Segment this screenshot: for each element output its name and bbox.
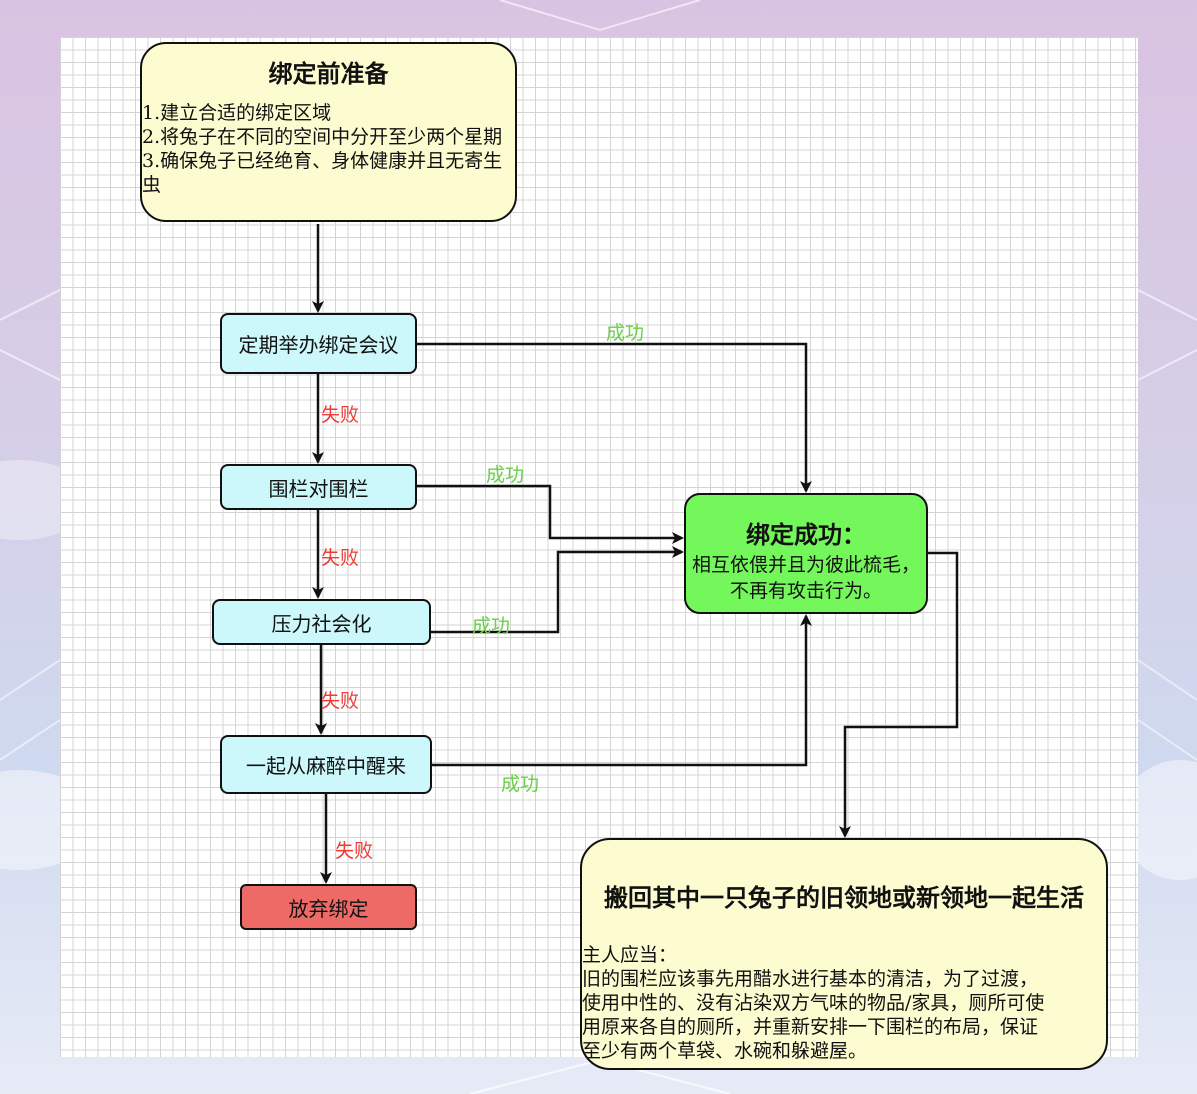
abandon-label: 放弃绑定 [288,896,369,921]
fail-edge-label: 失败 [321,547,360,569]
move-description: 主人应当： 旧的围栏应该事先用醋水进行基本的清洁，为了过渡， 使用中性的、没有沾… [582,943,1106,1063]
step-wake-from-anesthesia: 一起从麻醉中醒来 [220,735,432,794]
fail-edge-label: 失败 [321,690,360,712]
step-label: 定期举办绑定会议 [238,333,399,357]
arrow-step1-to-success [417,342,812,493]
move-description-line: 使用中性的、没有沾染双方气味的物品/家具，厕所可使 [582,992,1045,1014]
success-edge-label: 成功 [486,464,525,486]
success-title: 绑定成功： [746,520,866,549]
preparation-box: 绑定前准备 1.建立合适的绑定区域 2.将兔子在不同的空间中分开至少两个星期 3… [140,42,517,222]
arrow-step4-to-success [432,614,812,767]
abandon-box: 放弃绑定 [240,884,417,930]
success-edge-label: 成功 [606,322,645,344]
move-description-line: 旧的围栏应该事先用醋水进行基本的清洁，为了过渡， [582,968,1039,990]
move-description-line: 主人应当： [582,944,678,966]
move-description-line: 用原来各自的厕所，并重新安排一下围栏的布局，保证 [582,1016,1039,1038]
success-description: 相互依偎并且为彼此梳毛，不再有攻击行为。 [691,554,920,602]
step-label: 压力社会化 [271,611,372,636]
success-box: 绑定成功： 相互依偎并且为彼此梳毛，不再有攻击行为。 [684,493,928,614]
step-label: 一起从麻醉中醒来 [246,754,406,778]
preparation-item: 3.确保兔子已经绝育、身体健康并且无寄生虫 [142,150,503,196]
success-edge-label: 成功 [501,773,540,795]
fail-edge-label: 失败 [321,404,360,426]
move-title: 搬回其中一只兔子的旧领地或新领地一起生活 [604,883,1084,912]
step-pen-to-pen: 围栏对围栏 [220,464,417,510]
success-edge-label: 成功 [472,615,511,637]
preparation-item: 1.建立合适的绑定区域 [142,102,332,124]
arrow-step2-to-success [417,484,684,544]
preparation-item: 2.将兔子在不同的空间中分开至少两个星期 [142,126,503,148]
fail-edge-label: 失败 [335,840,374,862]
arrow-success-to-move [839,551,959,838]
preparation-list: 1.建立合适的绑定区域 2.将兔子在不同的空间中分开至少两个星期 3.确保兔子已… [142,101,515,197]
move-together-box: 搬回其中一只兔子的旧领地或新领地一起生活 主人应当： 旧的围栏应该事先用醋水进行… [580,838,1108,1070]
step-bonding-sessions: 定期举办绑定会议 [220,313,417,374]
preparation-title: 绑定前准备 [268,59,389,88]
step-stress-socialization: 压力社会化 [212,599,431,645]
move-description-line: 至少有两个草袋、水碗和躲避屋。 [582,1040,868,1062]
step-label: 围栏对围栏 [268,476,369,501]
arrow-step3-to-success [431,546,684,634]
